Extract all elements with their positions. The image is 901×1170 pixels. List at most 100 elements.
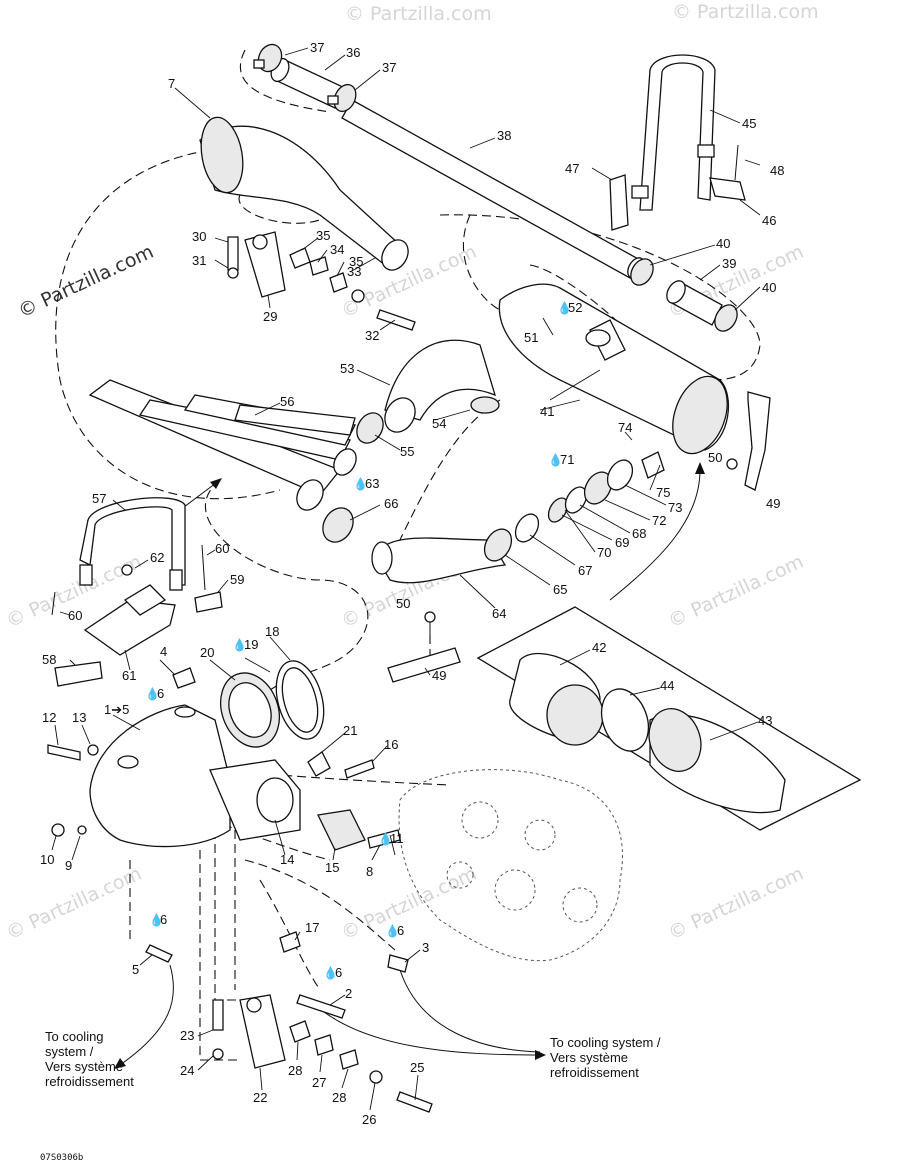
label-60: 60 <box>215 541 229 556</box>
muffler-end <box>672 375 728 455</box>
label-25: 25 <box>410 1060 424 1075</box>
hose-clamp-65 <box>483 528 513 562</box>
elbow-4 <box>172 667 196 689</box>
label-28: 28 <box>288 1063 302 1078</box>
mount-22 <box>212 994 433 1113</box>
label-6: 6 <box>335 965 342 980</box>
arrow-line <box>309 999 541 1056</box>
label-67: 67 <box>578 563 592 578</box>
label-50: 50 <box>708 450 722 465</box>
bushing-28 <box>339 1049 359 1070</box>
label-53: 53 <box>340 361 354 376</box>
label-17: 17 <box>305 920 319 935</box>
drop-icon: 💧 <box>232 638 247 652</box>
label-49: 49 <box>432 668 446 683</box>
watermark-text: © Partzilla.com <box>665 551 807 633</box>
hose-clamp-55 <box>356 412 384 444</box>
label-6: 6 <box>397 923 404 938</box>
cooling-note-right: To cooling system / Vers système refroid… <box>550 1035 661 1080</box>
label-18: 18 <box>265 624 279 639</box>
strap-buckle <box>79 564 93 586</box>
plug-17 <box>279 931 301 953</box>
drop-icon: 💧 <box>145 687 160 701</box>
elbow-20 <box>220 672 280 748</box>
engine-outline <box>398 769 623 962</box>
muffler-port <box>117 755 139 769</box>
bolt-50 <box>726 458 738 470</box>
exhaust-pipe-56 <box>88 379 357 511</box>
arrow-head <box>210 478 222 489</box>
label-68: 68 <box>632 526 646 541</box>
screw-25 <box>396 1091 433 1113</box>
support-61-body <box>83 599 176 656</box>
engine-block-outline <box>398 769 623 962</box>
label-6: 6 <box>160 912 167 927</box>
label-1-5: 1➔5 <box>104 702 129 717</box>
engine-detail <box>562 887 598 923</box>
screw-30 <box>227 236 239 271</box>
clamp-37-mid <box>327 83 357 113</box>
label-49: 49 <box>766 496 780 511</box>
arrow-line <box>609 469 701 601</box>
watermark-text: © Partzilla.com <box>338 241 480 323</box>
label-52: 52 <box>568 300 582 315</box>
drop-icon: 💧 <box>323 966 338 980</box>
routing-line <box>209 819 331 861</box>
hose-clamp <box>630 258 654 286</box>
gasket-18 <box>275 660 325 740</box>
pad-body <box>387 647 461 683</box>
watermark-text-dark: © Partzilla.com <box>15 241 157 323</box>
watermark-text: © Partzilla.com <box>345 3 492 25</box>
pin-62 <box>121 564 133 576</box>
hose-end <box>384 397 416 433</box>
muffler-outlet-end <box>585 329 611 347</box>
muffler-body <box>498 283 730 451</box>
drop-icon: 💧 <box>149 913 164 927</box>
strap-45-body <box>639 54 716 211</box>
label-2: 2 <box>345 986 352 1001</box>
hose-53-body <box>384 339 497 421</box>
strap-45 <box>631 54 716 211</box>
routing-line <box>55 149 281 500</box>
label-8: 8 <box>366 864 373 879</box>
label-54: 54 <box>432 416 446 431</box>
fitting-67 <box>514 513 540 543</box>
label-57: 57 <box>92 491 106 506</box>
label-5: 5 <box>132 962 139 977</box>
fitting-5 <box>145 944 173 963</box>
label-69: 69 <box>615 535 629 550</box>
label-70: 70 <box>597 545 611 560</box>
label-50: 50 <box>396 596 410 611</box>
drop-icon: 💧 <box>378 832 393 846</box>
gasket-15 <box>317 809 366 851</box>
note-line: Vers système <box>45 1059 123 1074</box>
arrows <box>114 462 705 1069</box>
mount-29-body <box>244 231 286 298</box>
strap-buckle <box>169 569 183 591</box>
label-19: 19 <box>244 637 258 652</box>
hose-end <box>371 541 393 575</box>
label-43: 43 <box>758 713 772 728</box>
support-61-top <box>123 584 167 616</box>
rivet-60 <box>51 591 56 616</box>
arrow-line <box>119 964 174 1066</box>
washer <box>351 289 365 303</box>
routing-line <box>238 194 331 224</box>
hose-53 <box>356 339 500 444</box>
nut-10 <box>51 823 65 837</box>
label-56: 56 <box>280 394 294 409</box>
washer-13 <box>87 744 99 756</box>
note-line: refroidissement <box>45 1074 134 1089</box>
pad-49-center <box>387 611 461 683</box>
leader-lines <box>51 47 761 1111</box>
label-15: 15 <box>325 860 339 875</box>
note-line: refroidissement <box>550 1065 639 1080</box>
label-71: 71 <box>560 452 574 467</box>
label-40: 40 <box>716 236 730 251</box>
bracket-body <box>609 174 629 231</box>
part-labels: 37 36 37 7 38 45 47 48 46 30 35 40 34 31… <box>40 40 784 1127</box>
drop-icon: 💧 <box>385 924 400 938</box>
sleeve-21 <box>307 751 331 777</box>
label-30: 30 <box>192 229 206 244</box>
manifold-port <box>256 777 294 823</box>
